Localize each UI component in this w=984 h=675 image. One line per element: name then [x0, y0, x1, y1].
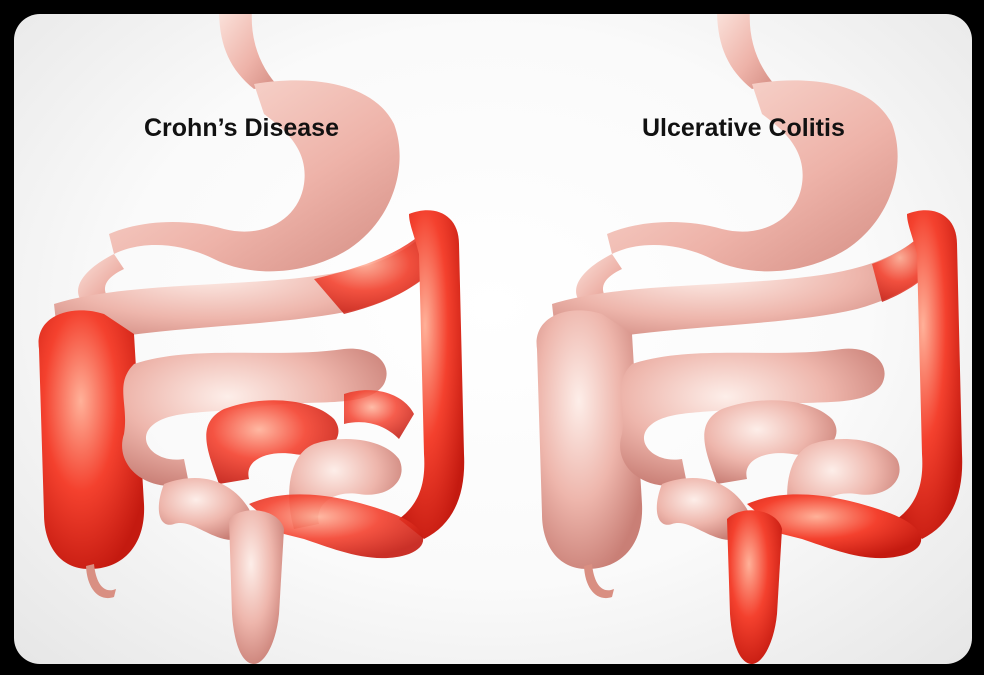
stomach — [607, 80, 898, 271]
digestive-comparison-illustration — [14, 14, 972, 664]
appendix — [584, 564, 614, 598]
rectum — [727, 510, 782, 664]
esophagus — [219, 14, 276, 89]
stomach — [109, 80, 400, 271]
ulcerative-colitis-digestive-tract — [537, 14, 963, 664]
crohns-disease-title: Crohn’s Disease — [144, 114, 339, 143]
appendix — [86, 564, 116, 598]
crohns-digestive-tract — [39, 14, 465, 664]
rectum — [229, 510, 284, 664]
ulcerative-colitis-title: Ulcerative Colitis — [642, 114, 845, 143]
illustration-panel: Crohn’s Disease Ulcerative Colitis — [14, 14, 972, 664]
esophagus — [717, 14, 774, 89]
